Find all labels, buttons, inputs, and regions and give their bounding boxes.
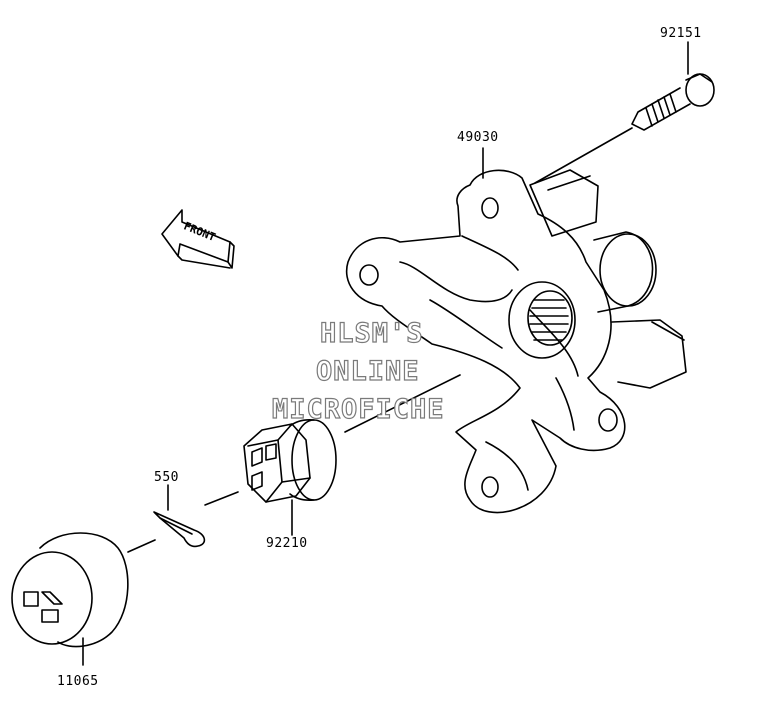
hub-cap-11065	[11, 532, 129, 648]
part-label-92151: 92151	[660, 26, 702, 41]
axis-line-hub	[344, 374, 461, 433]
part-label-11065: 11065	[57, 674, 99, 689]
watermark-line-3: MICROFICHE	[271, 393, 445, 425]
front-arrow-icon	[161, 209, 235, 269]
brand-logo-icon	[23, 591, 39, 607]
axis-line-pin	[127, 539, 156, 553]
axis-line-bolt	[534, 127, 633, 184]
watermark-line-1: HLSM'S	[319, 317, 424, 349]
castle-nut-92210	[243, 418, 337, 503]
wheel-hub-49030	[345, 169, 687, 514]
axis-line-nut	[204, 491, 239, 506]
cotter-pin-550	[153, 511, 206, 548]
part-label-550: 550	[154, 470, 179, 485]
watermark-line-2: ONLINE	[315, 355, 420, 387]
stud-bolt-92151	[631, 73, 715, 131]
part-label-49030: 49030	[457, 130, 499, 145]
part-label-92210: 92210	[266, 536, 308, 551]
